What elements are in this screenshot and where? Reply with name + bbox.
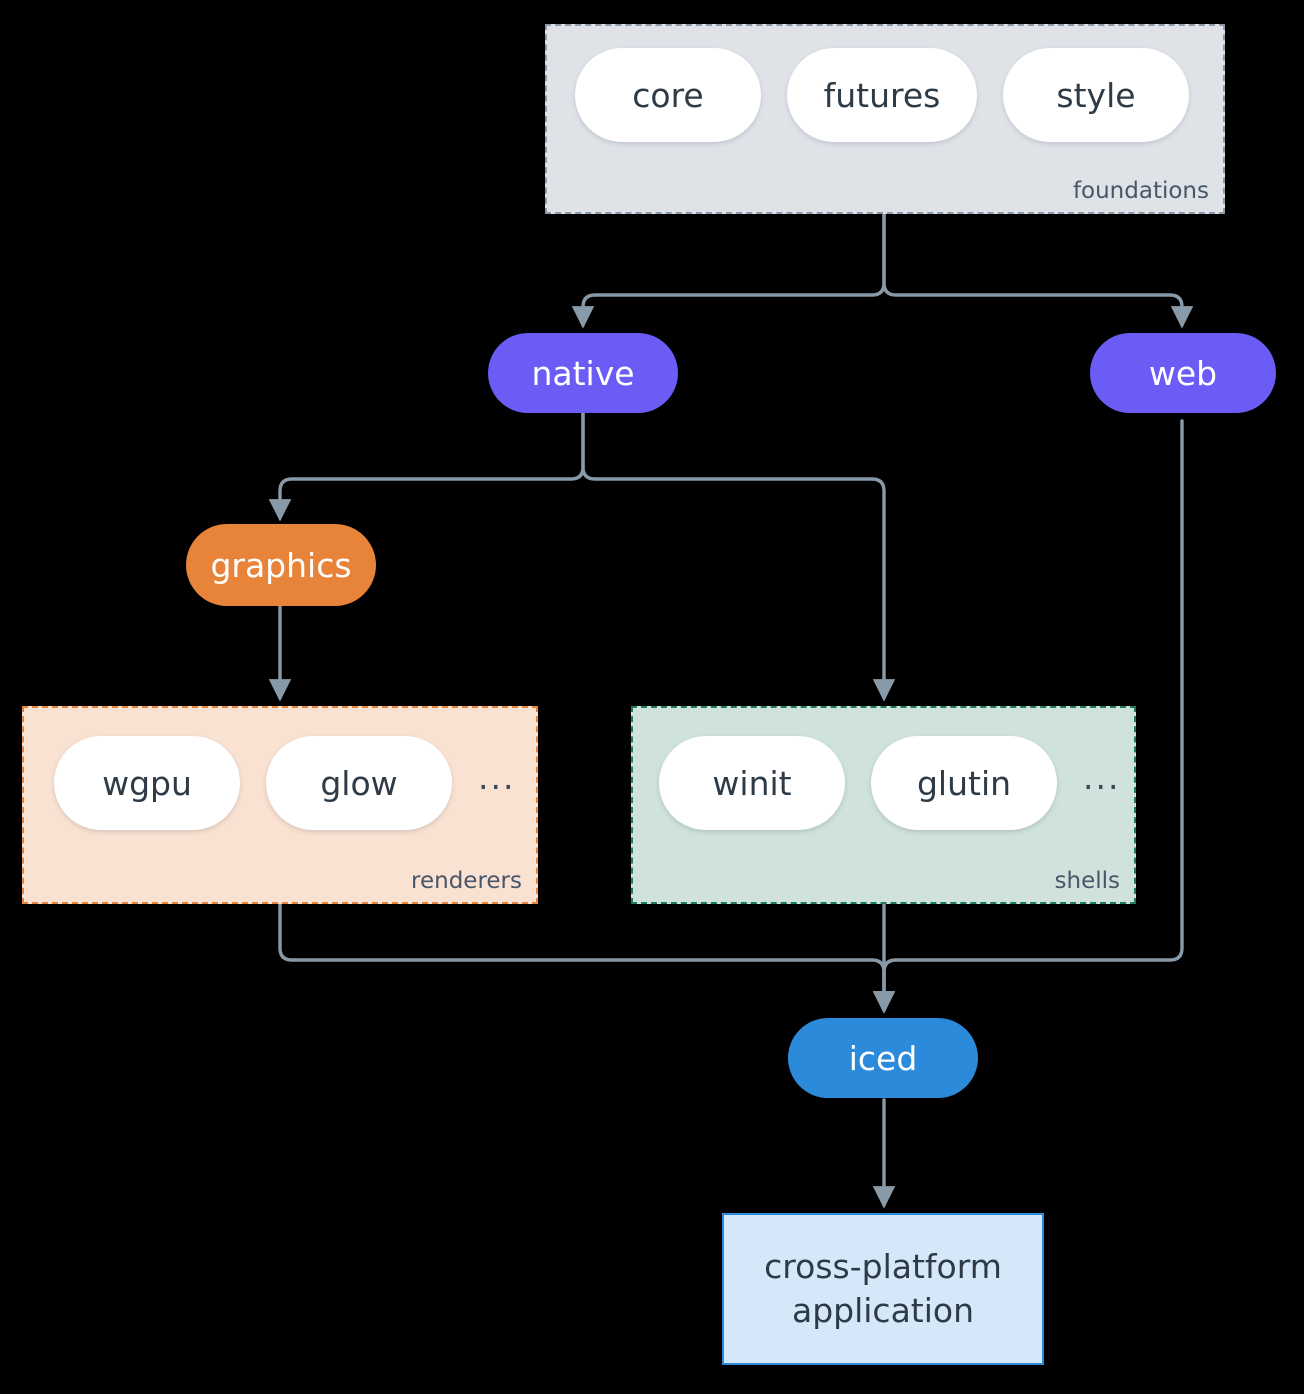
pill-glutin-label: glutin — [916, 763, 1012, 803]
cluster-foundations-items: core futures style — [575, 48, 1189, 142]
edge-native-shells — [581, 411, 896, 702]
cluster-renderers-label: renderers — [411, 868, 522, 894]
pill-glow-label: glow — [320, 763, 398, 803]
shells-ellipsis: ... — [1083, 757, 1121, 797]
node-web-label: web — [1148, 353, 1218, 393]
renderers-ellipsis: ... — [478, 757, 516, 797]
node-application[interactable]: cross-platform application — [722, 1213, 1044, 1365]
cluster-shells: winit glutin ... shells — [631, 706, 1136, 904]
node-native[interactable]: native — [488, 333, 678, 413]
node-application-label-line1: cross-platform — [764, 1247, 1002, 1287]
pill-wgpu-label: wgpu — [102, 763, 192, 803]
node-application-label-line2: application — [791, 1291, 975, 1330]
cluster-foundations-label: foundations — [1072, 178, 1209, 204]
pill-wgpu[interactable]: wgpu — [54, 736, 240, 830]
pill-winit[interactable]: winit — [659, 736, 845, 830]
node-iced-label: iced — [848, 1038, 918, 1078]
pill-core[interactable]: core — [575, 48, 761, 142]
pill-style[interactable]: style — [1003, 48, 1189, 142]
edge-foundations-web — [882, 213, 1194, 329]
node-iced[interactable]: iced — [788, 1018, 978, 1098]
cluster-renderers-items: wgpu glow ... — [54, 736, 515, 830]
node-web[interactable]: web — [1090, 333, 1276, 413]
pill-futures[interactable]: futures — [787, 48, 977, 142]
pill-glutin[interactable]: glutin — [871, 736, 1057, 830]
cluster-shells-label: shells — [1054, 868, 1120, 894]
edge-foundations-native — [571, 213, 886, 329]
edge-native-graphics — [268, 411, 585, 522]
pill-core-label: core — [632, 75, 704, 115]
cluster-renderers: wgpu glow ... renderers — [22, 706, 538, 904]
node-graphics[interactable]: graphics — [186, 524, 376, 606]
cluster-shells-items: winit glutin ... — [659, 736, 1120, 830]
cluster-foundations: core futures style foundations — [545, 24, 1225, 214]
pill-winit-label: winit — [712, 763, 792, 803]
pill-style-label: style — [1056, 75, 1136, 115]
edge-renderers-iced — [278, 903, 896, 1014]
node-native-label: native — [531, 353, 635, 393]
pill-futures-label: futures — [823, 75, 941, 115]
node-graphics-label: graphics — [210, 545, 352, 585]
pill-glow[interactable]: glow — [266, 736, 452, 830]
